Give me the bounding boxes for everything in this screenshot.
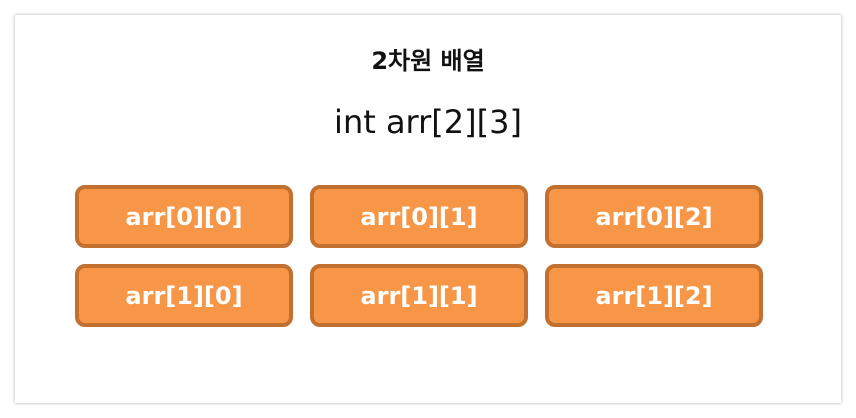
array-grid: arr[0][0] arr[0][1] arr[0][2] arr[1][0] … <box>75 185 763 327</box>
diagram-title: 2차원 배열 <box>371 47 485 75</box>
diagram-card: 2차원 배열 int arr[2][3] arr[0][0] arr[0][1]… <box>15 15 841 403</box>
array-declaration: int arr[2][3] <box>334 103 522 141</box>
array-cell-1-1: arr[1][1] <box>310 264 528 327</box>
array-cell-0-2: arr[0][2] <box>545 185 763 248</box>
array-cell-1-0: arr[1][0] <box>75 264 293 327</box>
array-cell-1-2: arr[1][2] <box>545 264 763 327</box>
array-cell-0-0: arr[0][0] <box>75 185 293 248</box>
array-cell-0-1: arr[0][1] <box>310 185 528 248</box>
